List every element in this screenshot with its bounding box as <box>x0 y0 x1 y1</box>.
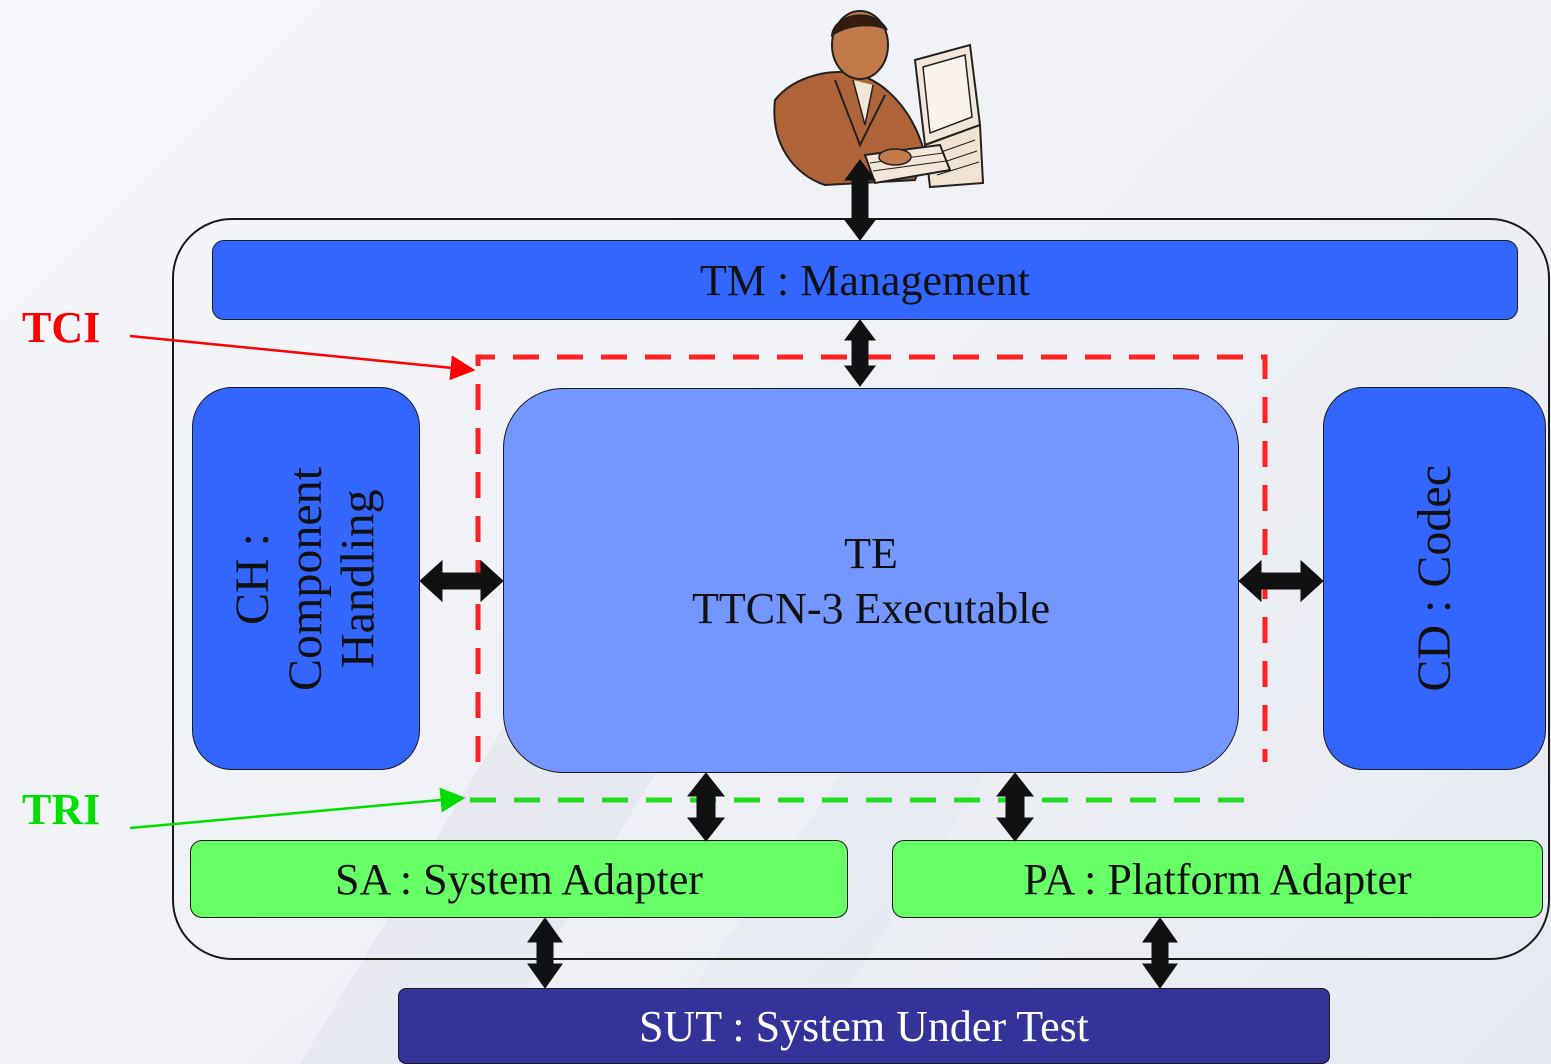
sut-block[interactable]: SUT : System Under Test <box>398 988 1330 1064</box>
tci-boundary <box>475 354 1268 762</box>
tci-pointer <box>129 334 476 381</box>
cd-codec-block[interactable]: CD : Codec <box>1323 387 1546 770</box>
tri-label: TRI <box>22 785 101 834</box>
user-at-computer-icon <box>773 10 985 189</box>
arrow-user-tm <box>844 159 876 241</box>
tm-management-label: TM : Management <box>700 255 1030 305</box>
tm-management-block[interactable]: TM : Management <box>212 240 1518 320</box>
tri-pointer <box>129 787 466 830</box>
pa-platform-adapter-block[interactable]: PA : Platform Adapter <box>892 840 1543 918</box>
te-executable-block[interactable]: TE TTCN-3 Executable <box>503 388 1239 773</box>
ch-component-handling-block[interactable]: CH : Component Handling <box>192 387 420 770</box>
te-label-line1: TE <box>844 528 898 578</box>
arrow-te-cd <box>1238 559 1324 603</box>
sa-label: SA : System Adapter <box>335 854 703 904</box>
te-label-line2: TTCN-3 Executable <box>692 583 1050 633</box>
pa-label: PA : Platform Adapter <box>1023 854 1412 904</box>
arrow-tm-te <box>844 319 876 387</box>
tci-label: TCI <box>22 303 101 352</box>
arrow-ch-te <box>419 559 504 603</box>
arrow-sa-sut <box>527 917 563 989</box>
sut-label: SUT : System Under Test <box>639 1001 1089 1051</box>
arrow-te-sa <box>686 772 726 842</box>
sa-system-adapter-block[interactable]: SA : System Adapter <box>190 840 848 918</box>
arrow-te-pa <box>995 772 1035 842</box>
arrow-pa-sut <box>1142 917 1178 989</box>
